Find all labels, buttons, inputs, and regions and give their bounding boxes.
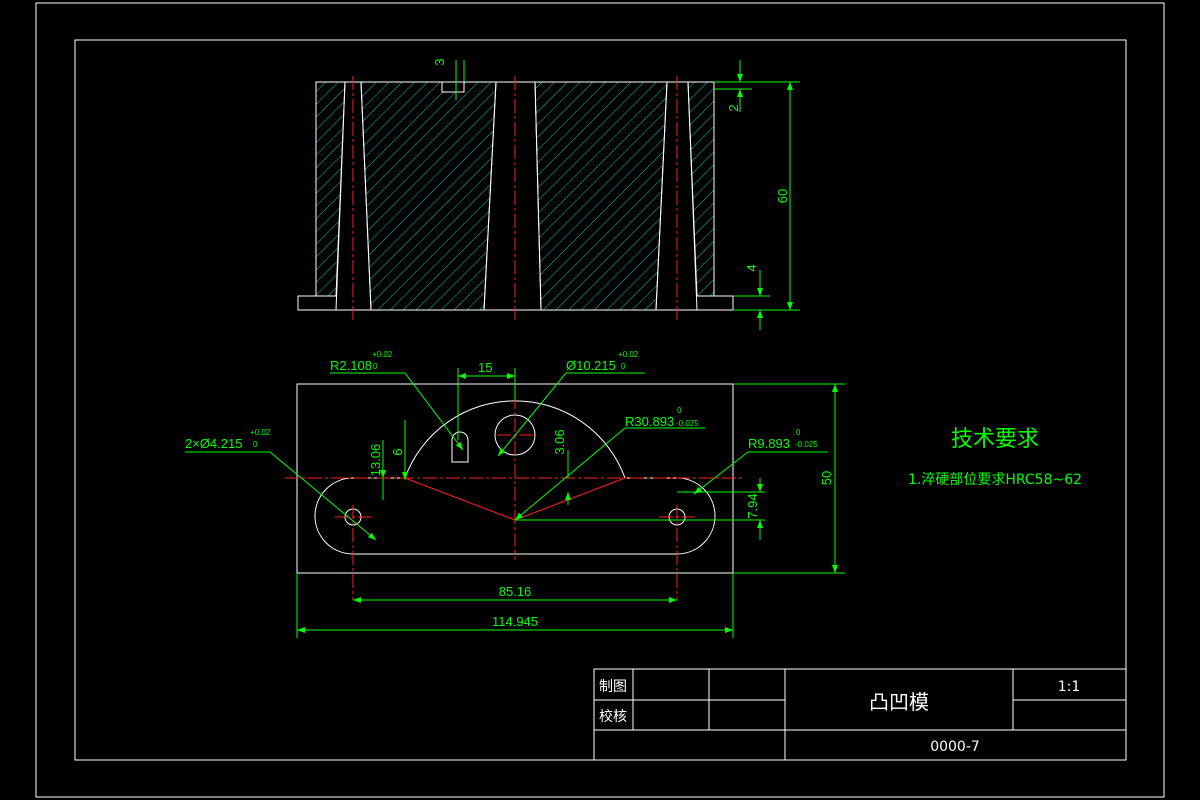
dim-arc-radius-tol-lower: -0.025 [676, 419, 699, 428]
dim-pin-holes-tol-upper: +0.02 [250, 428, 271, 437]
dim-arc-radius-tol-upper: 0 [677, 406, 682, 415]
dim-top-offset: 2 [726, 104, 741, 111]
title-block [593, 668, 1127, 761]
section-view: 3 2 60 4 [297, 58, 800, 330]
dim-pin-holes: 2×Ø4.215 [185, 436, 242, 451]
dim-arc-radius: R30.893 [625, 414, 674, 429]
hatch-mid-left [360, 81, 497, 311]
dim-6: 6 [390, 448, 405, 455]
hatch-mid-right [534, 81, 668, 311]
dim-pin-holes-tol-lower: 0 [253, 440, 258, 449]
punch-profile [314, 400, 716, 555]
plan-view: R2.108 +0.02 0 15 Ø10.215 +0.02 0 R30.89… [185, 350, 845, 638]
dim-top-step: 3 [432, 58, 447, 65]
title-block-drawing-number: 0000-7 [930, 739, 980, 755]
title-block-checked-label: 校核 [599, 708, 627, 725]
dim-slot-radius: R2.108 [330, 358, 372, 373]
dim-3-06: 3.06 [552, 429, 567, 454]
title-block-scale: 1:1 [1058, 679, 1081, 695]
dim-7-94: 7.94 [745, 493, 760, 518]
tech-req-line-1: 1.淬硬部位要求HRC58~62 [908, 472, 1082, 488]
dim-slot-radius-tol-upper: +0.02 [372, 350, 393, 359]
dim-13-06: 13.06 [368, 444, 383, 477]
dim-end-radius-tol-lower: -0.025 [795, 440, 818, 449]
outer-frame [35, 2, 1165, 798]
dim-span: 85.16 [499, 584, 532, 599]
slot-hole [451, 431, 469, 463]
title-block-drawn-label: 制图 [599, 679, 627, 695]
dim-center-hole: Ø10.215 [566, 358, 616, 373]
dim-end-radius-tol-upper: 0 [796, 428, 801, 437]
dim-height-60: 60 [775, 189, 790, 203]
title-block-part-name: 凸凹模 [869, 690, 929, 714]
dim-slot-radius-tol-lower: 0 [373, 362, 378, 371]
dim-center-hole-tol-upper: +0.02 [618, 350, 639, 359]
dim-total: 114.945 [492, 614, 538, 629]
dim-center-hole-tol-lower: 0 [621, 362, 626, 371]
dim-height-50: 50 [819, 471, 834, 485]
dim-hole-dist: 15 [478, 360, 492, 375]
dim-end-radius: R9.893 [748, 436, 790, 451]
dim-bottom-4: 4 [744, 264, 759, 271]
tech-req-title: 技术要求 [951, 427, 1039, 452]
